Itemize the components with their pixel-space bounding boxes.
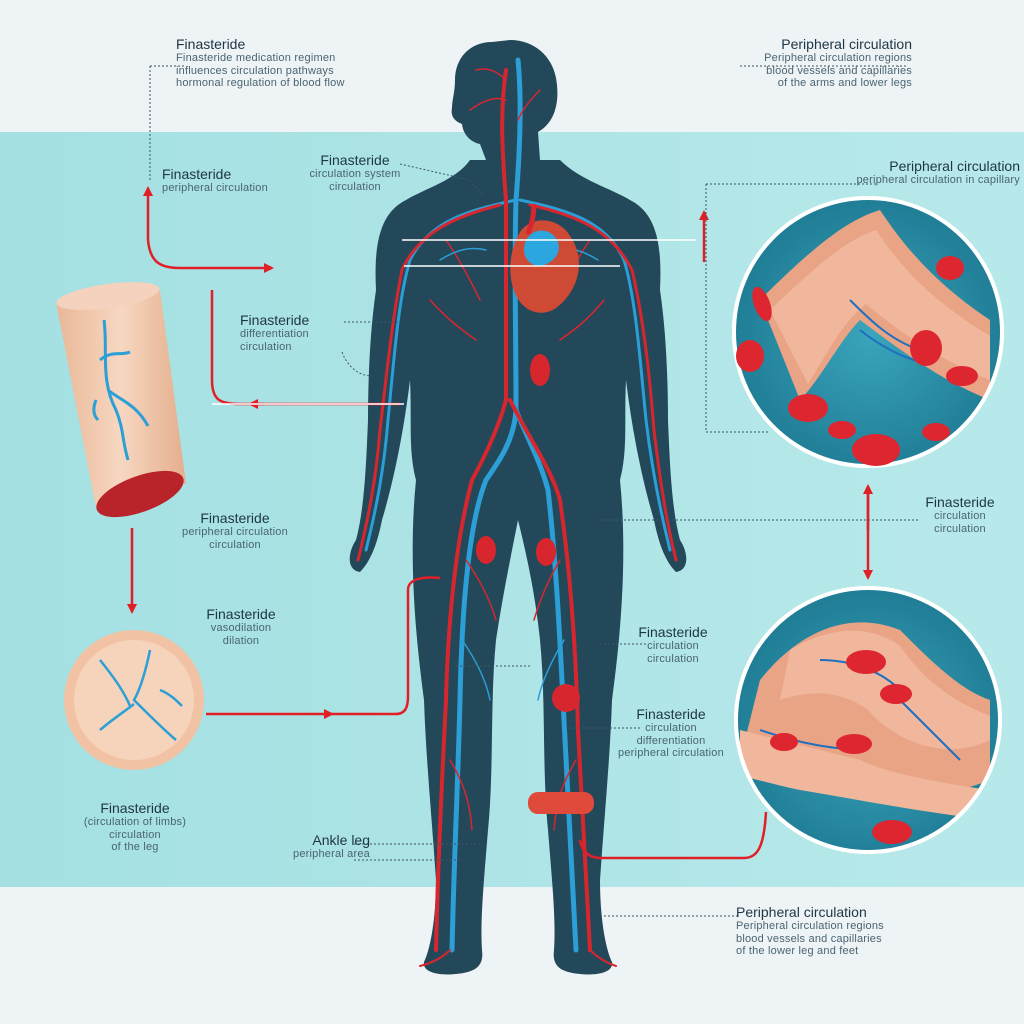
label-title: Peripheral circulation bbox=[889, 158, 1020, 174]
label-top-left: Finasteride Finasteride medication regim… bbox=[176, 36, 376, 90]
label-bottom-left: Finasteride (circulation of limbs) circu… bbox=[60, 800, 210, 854]
red-blood-cell bbox=[936, 256, 964, 280]
label-line: circulation bbox=[109, 828, 161, 841]
knee-marker bbox=[552, 684, 580, 712]
label-title: Finasteride bbox=[925, 494, 995, 510]
label-cross-section: Finasteride vasodilation dilation bbox=[186, 606, 296, 647]
label-title: Finasteride bbox=[200, 510, 270, 526]
label-line: Peripheral circulation regions bbox=[764, 52, 912, 65]
label-mid-left: Finasteride differentiation circulation bbox=[240, 312, 360, 353]
label-calf: Finasteride circulation differentiation … bbox=[616, 706, 726, 760]
label-line: Finasteride medication regimen bbox=[176, 52, 336, 65]
magnified-capillary-lower bbox=[734, 586, 1002, 854]
label-title: Finasteride bbox=[162, 166, 232, 182]
red-blood-cell bbox=[852, 434, 900, 466]
vessel-cross-section bbox=[64, 630, 204, 770]
label-title: Ankle leg bbox=[312, 832, 370, 848]
label-line: hormonal regulation of blood flow bbox=[176, 77, 345, 90]
label-line: differentiation bbox=[240, 328, 309, 341]
label-line: differentiation bbox=[636, 734, 706, 747]
label-ankle: Ankle leg peripheral area bbox=[270, 832, 370, 861]
label-line: influences circulation pathways bbox=[176, 64, 334, 77]
label-line: circulation bbox=[329, 180, 381, 193]
blood-vessels bbox=[356, 57, 678, 967]
label-line: circulation system bbox=[309, 168, 401, 181]
label-line: peripheral area bbox=[293, 848, 370, 861]
label-right-upper: Peripheral circulation peripheral circul… bbox=[790, 158, 1020, 187]
red-blood-cell bbox=[910, 330, 942, 366]
connector-lines bbox=[212, 239, 696, 405]
label-line: Peripheral circulation regions bbox=[736, 920, 884, 933]
label-chest: Finasteride circulation system circulati… bbox=[290, 152, 420, 193]
label-line: (circulation of limbs) bbox=[83, 816, 187, 829]
label-title: Peripheral circulation bbox=[781, 36, 912, 52]
label-line: vasodilation bbox=[210, 622, 272, 635]
label-title: Finasteride bbox=[636, 706, 706, 722]
label-line: of the arms and lower legs bbox=[777, 77, 912, 90]
label-line: circulation bbox=[240, 340, 292, 353]
red-blood-cell bbox=[828, 421, 856, 439]
red-blood-cell bbox=[846, 650, 886, 674]
red-blood-cell bbox=[922, 423, 950, 441]
label-title: Finasteride bbox=[320, 152, 390, 168]
label-right-mid: Finasteride circulation circulation bbox=[910, 494, 1010, 535]
label-title: Finasteride bbox=[100, 800, 170, 816]
red-blood-cell bbox=[880, 684, 912, 704]
label-line: peripheral circulation in capillary bbox=[856, 174, 1020, 187]
label-title: Finasteride bbox=[240, 312, 310, 328]
leader-lines bbox=[149, 65, 920, 917]
label-line: circulation bbox=[209, 538, 261, 551]
label-line: blood vessels and capillaries bbox=[766, 64, 912, 77]
label-vessel-caption: Finasteride peripheral circulation circu… bbox=[160, 510, 310, 551]
organ-marker bbox=[536, 538, 556, 566]
label-line: of the lower leg and feet bbox=[736, 945, 859, 958]
label-line: dilation bbox=[222, 634, 260, 647]
label-title: Peripheral circulation bbox=[736, 904, 867, 920]
organ-marker bbox=[476, 536, 496, 564]
label-top-right: Peripheral circulation Peripheral circul… bbox=[702, 36, 912, 90]
kidney-icon bbox=[530, 354, 550, 386]
label-bottom-right: Peripheral circulation Peripheral circul… bbox=[736, 904, 946, 958]
red-blood-cell bbox=[788, 394, 828, 422]
label-line: circulation bbox=[647, 640, 699, 653]
label-line: circulation bbox=[934, 510, 986, 523]
red-blood-cell bbox=[736, 340, 764, 372]
label-line: circulation bbox=[647, 652, 699, 665]
red-blood-cell bbox=[872, 820, 912, 844]
label-knee: Finasteride circulation circulation bbox=[618, 624, 728, 665]
calf-band bbox=[528, 792, 594, 814]
red-blood-cell bbox=[946, 366, 978, 386]
red-blood-cell bbox=[752, 286, 772, 322]
label-left-upper: Finasteride peripheral circulation bbox=[162, 166, 322, 195]
label-line: blood vessels and capillaries bbox=[736, 932, 882, 945]
red-blood-cell bbox=[836, 734, 872, 754]
red-blood-cell bbox=[770, 733, 798, 751]
label-title: Finasteride bbox=[176, 36, 246, 52]
label-line: peripheral circulation bbox=[618, 747, 724, 760]
label-line: peripheral circulation bbox=[182, 526, 288, 539]
magnified-capillary-upper bbox=[732, 196, 1004, 468]
label-title: Finasteride bbox=[206, 606, 276, 622]
label-line: circulation bbox=[645, 722, 697, 735]
label-title: Finasteride bbox=[638, 624, 708, 640]
label-line: peripheral circulation bbox=[162, 182, 268, 195]
blood-vessel-tube bbox=[56, 282, 186, 518]
label-line: of the leg bbox=[111, 841, 159, 854]
label-line: circulation bbox=[934, 522, 986, 535]
